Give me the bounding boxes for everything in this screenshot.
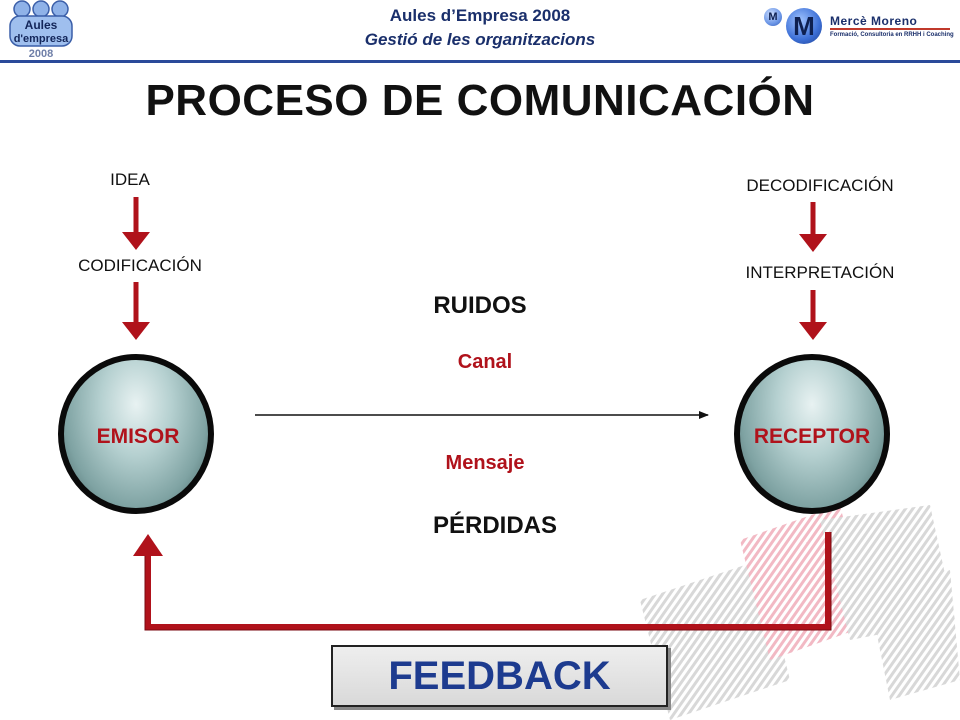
logo-name: Mercè Moreno <box>830 14 918 28</box>
arrow-codificacion-to-emisor <box>122 282 150 340</box>
logo-small-circle: M <box>764 8 782 26</box>
logo-main-circle: M <box>786 8 822 44</box>
step-interpretacion: INTERPRETACIÓN <box>745 263 895 282</box>
arrow-idea-to-codificacion <box>122 197 150 250</box>
channel-label: Canal <box>457 351 513 373</box>
feedback-box: FEEDBACK <box>331 645 668 707</box>
merce-moreno-logo: M M Mercè Moreno Formació, Consultoria e… <box>760 2 956 56</box>
losses-label: PÉRDIDAS <box>432 512 558 539</box>
logo-tagline: Formació, Consultoria en RRHH i Coaching <box>830 32 954 38</box>
message-label: Mensaje <box>445 452 525 474</box>
header-subtitle: Gestió de les organitzacions <box>364 30 596 49</box>
arrow-interpretacion-to-receptor <box>799 290 827 340</box>
page-title: PROCESO DE COMUNICACIÓN <box>145 76 815 125</box>
aules-logo: Aules d'empresa 2008 <box>4 0 78 60</box>
sender-label: EMISOR <box>96 425 180 448</box>
header-divider <box>0 60 960 63</box>
step-codificacion: CODIFICACIÓN <box>78 256 202 275</box>
header-title: Aules d’Empresa 2008 <box>389 6 571 25</box>
feedback-loop-arrow <box>133 532 832 631</box>
receiver-node <box>734 354 890 514</box>
step-idea: IDEA <box>110 170 150 189</box>
svg-text:Aules: Aules <box>25 18 58 32</box>
receiver-label: RECEPTOR <box>753 425 871 448</box>
noise-label: RUIDOS <box>433 292 527 319</box>
arrow-decodificacion-to-interpretacion <box>799 202 827 252</box>
logo-bar <box>830 28 950 30</box>
svg-text:2008: 2008 <box>29 48 53 60</box>
svg-text:d'empresa: d'empresa <box>14 33 69 45</box>
sender-node <box>58 354 214 514</box>
step-decodificacion: DECODIFICACIÓN <box>746 176 894 195</box>
